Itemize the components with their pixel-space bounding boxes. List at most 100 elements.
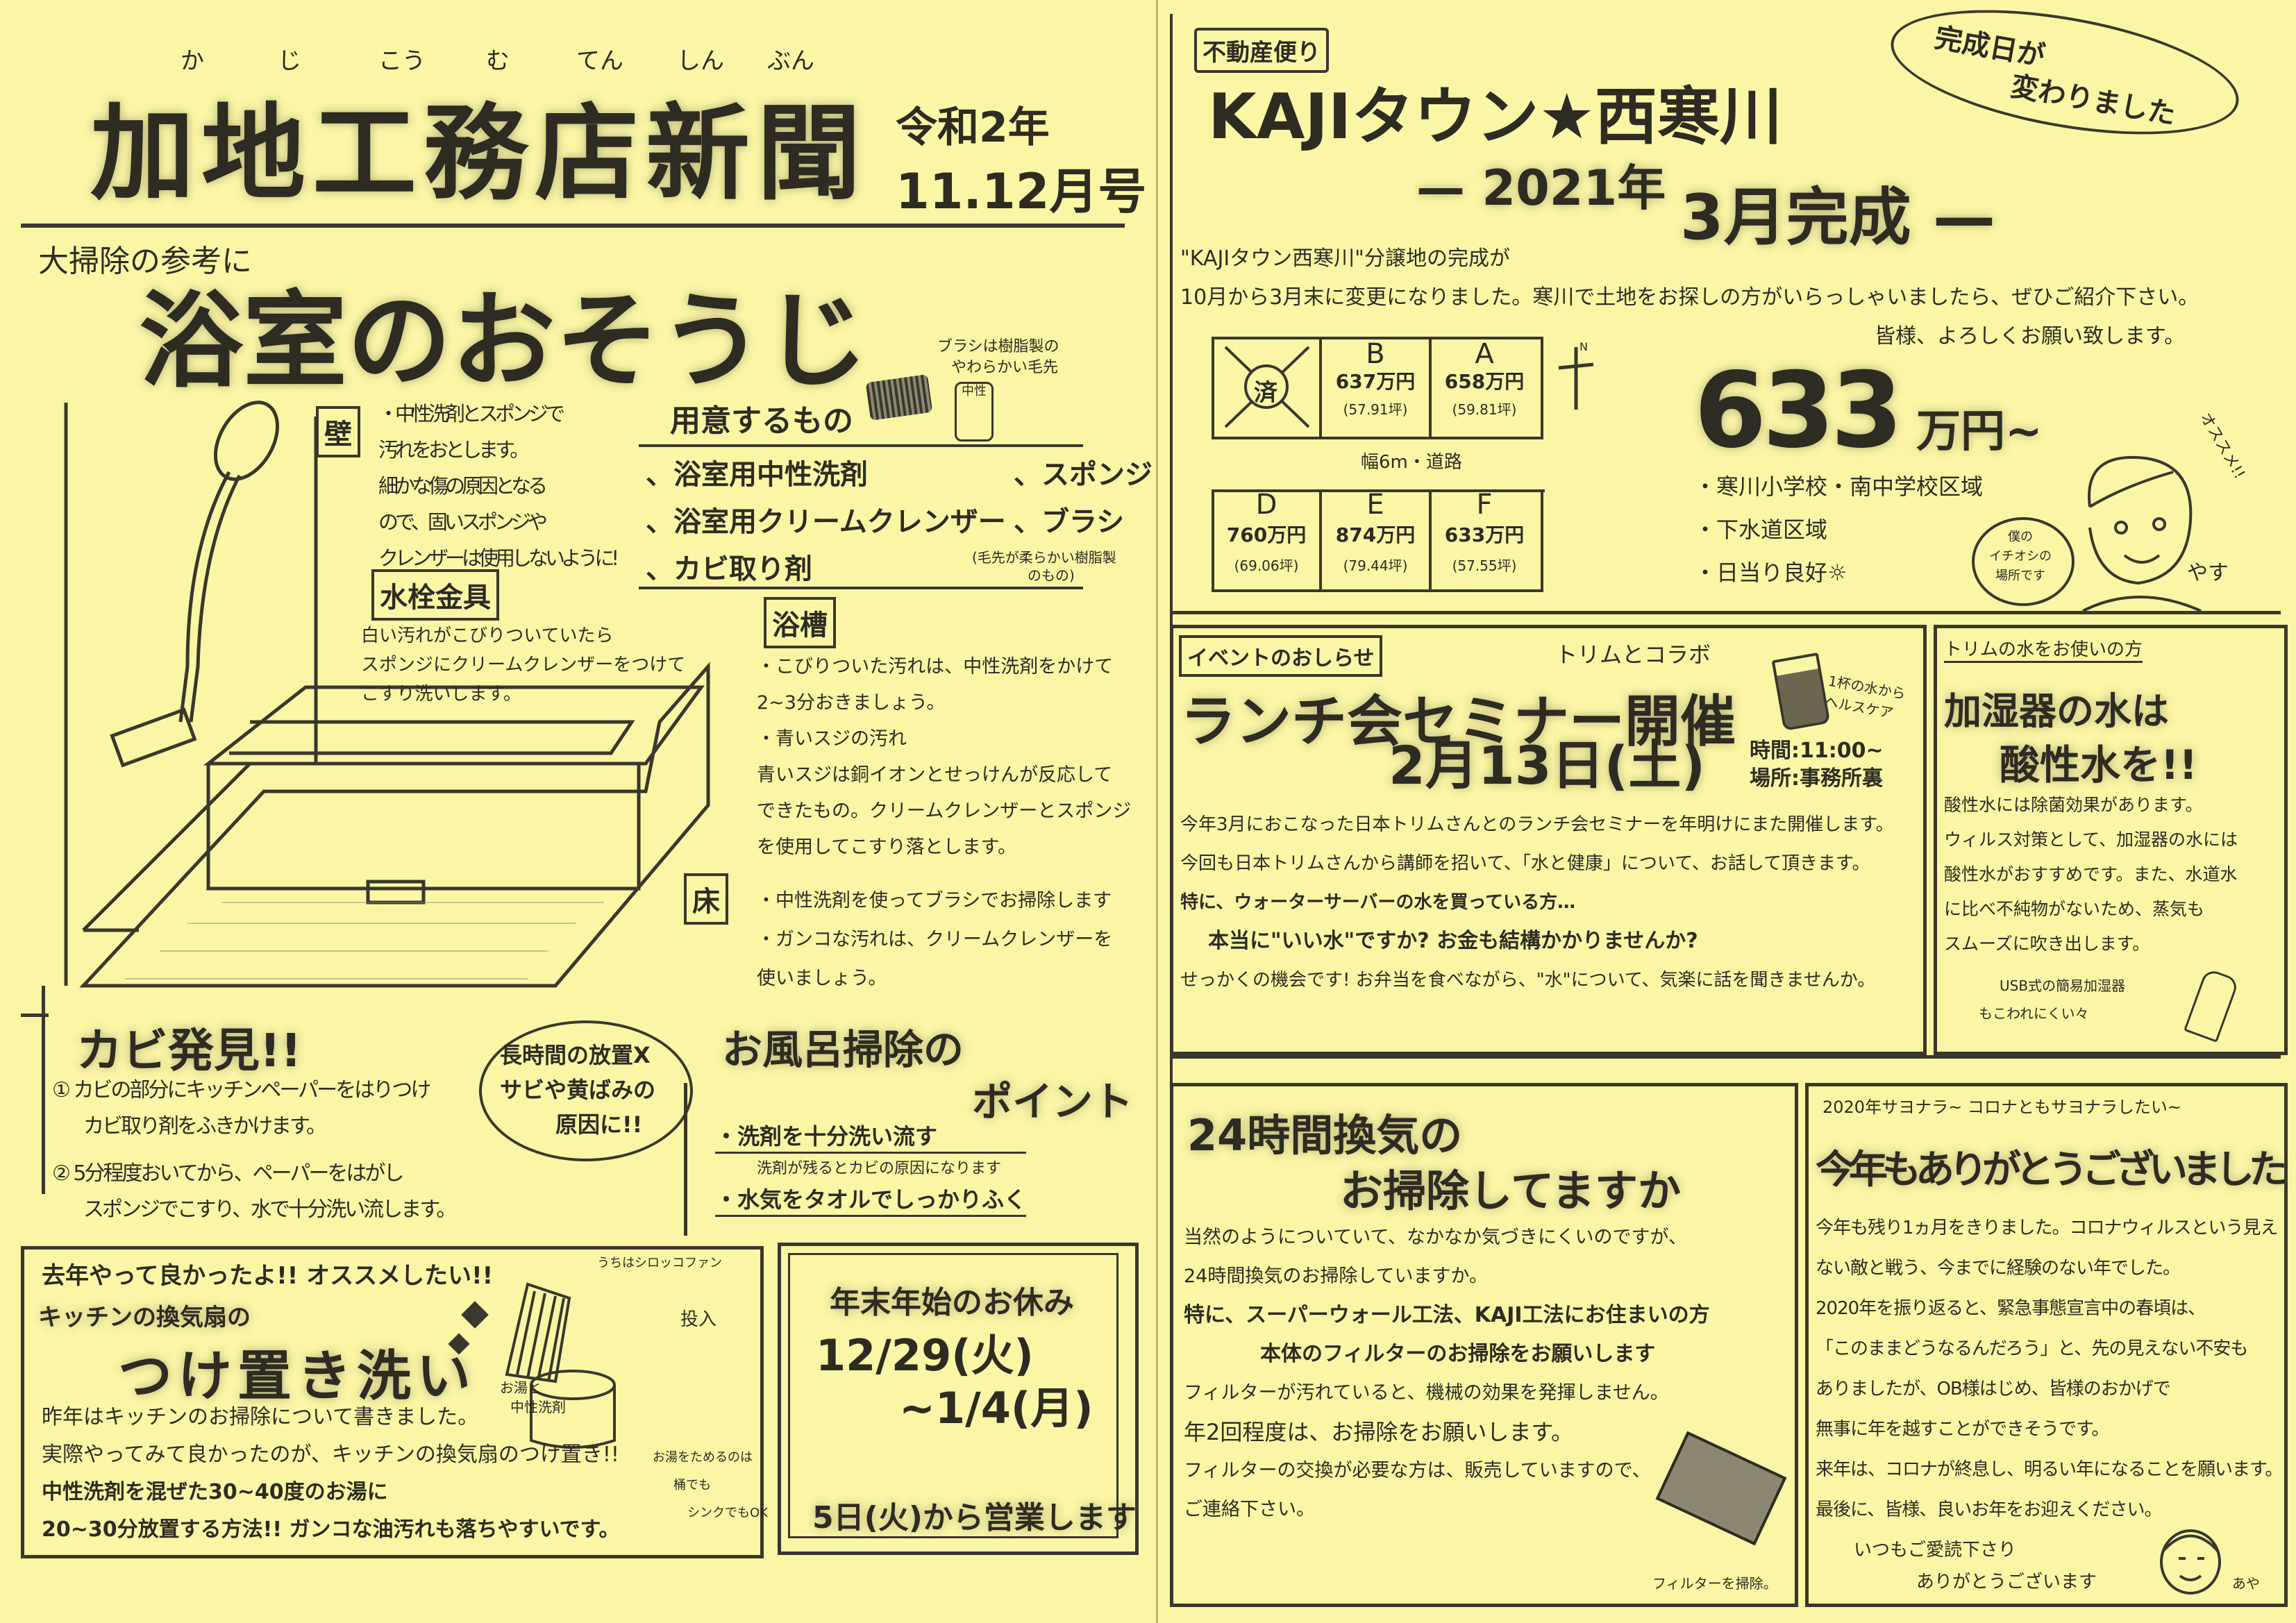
text-line: シンクでもOK [687, 1506, 768, 1520]
plot-id: D [1255, 489, 1277, 521]
staff-speech-bubble [1972, 517, 2075, 606]
text-line: 本体のフィルターのお掃除をお願いします [1260, 1342, 1656, 1366]
fan-and-bucket-illustration [448, 1282, 616, 1449]
supplies-list-2: 、スポンジ 、ブラシ [1014, 451, 1153, 546]
humidifier-tag: トリムの水をお使いの方 [1944, 635, 2143, 663]
text-line: いつもご愛読下さり [1854, 1540, 2017, 1561]
step: ② 5分程度おいてから、ペーパーをはがし [52, 1161, 404, 1186]
holiday-dates: 12/29(火) ~1/4(月) [816, 1329, 1093, 1435]
plot-d: D 760万円 (69.06坪) [1215, 489, 1318, 581]
divider [42, 986, 45, 1194]
event-collab: トリムとコラボ [1555, 641, 1711, 668]
issue-era: 令和2年 [896, 103, 1050, 152]
bath-kicker: 大掃除の参考に [38, 244, 252, 279]
event-place: 場所:事務所裏 [1750, 766, 1883, 791]
supply-item: 、スポンジ [1014, 459, 1153, 491]
staff-signature: やす [2187, 561, 2229, 585]
text-line: 細かな傷の原因となる [378, 474, 548, 498]
completion-year: — 2021年 [1416, 160, 1666, 217]
furigana: む [486, 47, 510, 75]
furigana: じ [278, 47, 301, 75]
section-divider [1170, 1055, 2281, 1059]
points-title: お風呂掃除の [722, 1026, 964, 1073]
event-title: ランチ会セミナー開催 [1180, 689, 1736, 754]
text-line: やわらかい毛先 [951, 359, 1059, 376]
point-note: 洗剤が残るとカビの原因になります [757, 1160, 1002, 1177]
furigana: しん [677, 47, 724, 75]
text-line: スポンジにクリームクレンザーをつけて [361, 655, 686, 675]
plot-f: F 633万円 (57.55坪) [1432, 489, 1537, 581]
event-tag: イベントのおしらせ [1179, 635, 1383, 677]
staff-face-illustration [2160, 1529, 2221, 1595]
plot-price: 637万円 [1335, 370, 1416, 393]
plot-area: (57.55坪) [1452, 557, 1517, 574]
filter-caption: フィルターを掃除。 [1652, 1575, 1777, 1592]
mold-steps: ① カビの部分にキッチンペーパーをはりつけ カビ取り剤をふきかけます。 ② 5分… [52, 1073, 457, 1228]
text-line: ので、固いスポンジや [378, 510, 548, 534]
plot-price: 760万円 [1226, 523, 1307, 546]
plot-price: 633万円 [1444, 523, 1525, 546]
bottle-label: 中性 [962, 384, 987, 398]
text-line: 昨年はキッチンのお掃除について書きました。 [42, 1405, 479, 1429]
supply-item: 、カビ取り剤 [646, 553, 812, 585]
text-line: ありましたが、OB様はじめ、皆様のおかげで [1816, 1379, 2171, 1399]
thanks-box [1805, 1083, 2288, 1607]
north-label: N [1579, 340, 1588, 353]
ventilation-title-2: お掃除してますか [1340, 1166, 1682, 1216]
section-divider [1170, 611, 2281, 614]
thanks-signature: あや [2232, 1575, 2260, 1592]
text-line: 僕の [2008, 530, 2033, 544]
text-line: 白い汚れがこびりついていたら [361, 625, 614, 646]
text-line: 来年は、コロナが終息し、明るい年になることを願います。 [1816, 1459, 2283, 1480]
plot-e: E 874万円 (79.44坪) [1323, 489, 1428, 581]
furigana: こう [378, 47, 426, 75]
point-item: ・水気をタオルでしっかりふく [715, 1184, 1027, 1217]
step: ① カビの部分にキッチンペーパーをはりつけ [52, 1078, 431, 1102]
text-line: 桶でも [673, 1478, 711, 1492]
text-line: 20~30分放置する方法!! ガンコな油汚れも落ちやすいです。 [42, 1517, 620, 1542]
text-line: こすり洗いします。 [361, 684, 521, 705]
floor-text: ・中性洗剤を使ってブラシでお掃除します ・ガンコな汚れは、クリームクレンザーを … [757, 882, 1112, 998]
event-time: 時間:11:00~ [1750, 739, 1884, 763]
reopen-date: 5日(火)から営業します [812, 1500, 1137, 1536]
holiday-start: 12/29(火) [816, 1330, 1034, 1381]
text-line: 24時間換気のお掃除していますか。 [1184, 1265, 1489, 1287]
plot-id: B [1366, 338, 1385, 370]
text-line: 原因に!! [555, 1111, 643, 1138]
text-line: お湯をためるのは [653, 1450, 753, 1465]
furigana: か [181, 47, 204, 75]
text-line: 酸性水がおすすめです。また、水道水 [1944, 864, 2238, 884]
plot-area: (79.44坪) [1343, 557, 1408, 574]
text-line: USB式の簡易加湿器 [2000, 977, 2126, 994]
text-line: 2~3分おきましょう。 [757, 692, 946, 714]
event-date: 2月13日(土) [1389, 734, 1706, 796]
plot-area: (59.81坪) [1452, 401, 1517, 418]
ventilation-title-1: 24時間換気の [1187, 1110, 1463, 1161]
masthead-rule [21, 224, 1125, 228]
text-line: 汚れをおとします。 [378, 438, 530, 462]
step: スポンジでこすり、水で十分洗い流します。 [83, 1197, 457, 1222]
ventilation-box [1170, 1083, 1798, 1607]
text-line: 酸性水には除菌効果があります。 [1944, 795, 2203, 815]
realestate-body: "KAJIタウン西寒川"分譲地の完成が 10月から3月末に変更になりました。寒川… [1180, 239, 2199, 356]
faucet-label: 水栓金具 [371, 569, 499, 621]
text-line: ウィルス対策として、加湿器の水には [1944, 830, 2238, 850]
text-line: 今年も残り1ヵ月をきりました。コロナウィルスという見え [1816, 1218, 2279, 1238]
humidifier-box [1934, 625, 2288, 1055]
bathroom-illustration [64, 401, 710, 988]
mold-title: カビ発見!! [76, 1024, 302, 1077]
plot-price: 874万円 [1335, 523, 1416, 546]
text-line: 2020年を振り返ると、緊急事態宣言中の春頃は、 [1816, 1298, 2206, 1319]
event-body: 今年3月におこなった日本トリムさんとのランチ会セミナーを年明けにまた開催します。… [1180, 805, 1894, 1000]
page-gutter [1156, 0, 1158, 1623]
divider [684, 1083, 687, 1236]
feature: ・日当り良好☼ [1694, 560, 1847, 586]
fan-subtitle: キッチンの換気扇の [38, 1304, 251, 1331]
text-line: 今年3月におこなった日本トリムさんとのランチ会セミナーを年明けにまた開催します。 [1180, 814, 1894, 835]
issue-month: 11.12月号 [896, 163, 1147, 220]
insert-label: 投入 [680, 1309, 717, 1330]
thanks-kicker: 2020年サヨナラ~ コロナともサヨナラしたい~ [1822, 1098, 2181, 1117]
feature: ・下水道区域 [1694, 516, 1828, 543]
text-line: 場所です [1995, 569, 2045, 583]
brush-detail: (毛先が柔らかい樹脂製 のもの) [972, 548, 1116, 585]
